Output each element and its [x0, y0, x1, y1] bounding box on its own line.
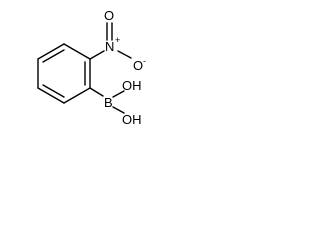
bond-ring-boron: [89, 87, 104, 97]
nitro-group: N + O O -: [89, 8, 146, 73]
boron-atom: B: [104, 95, 113, 110]
benzene-ring: [37, 43, 91, 104]
nitrogen-atom: N: [105, 39, 114, 54]
bond-ring-nitrogen: [89, 50, 105, 60]
bond-boron-oh-lower: [112, 106, 125, 114]
oxygen-atom-right: O: [133, 58, 143, 73]
ring-bond-c4-c5: [63, 87, 91, 104]
oxygen-charge: -: [143, 56, 146, 66]
hydroxyl-lower: OH: [122, 112, 142, 127]
bond-nitrogen-oxygen-single: [117, 50, 132, 59]
ring-double-bond-inner: [42, 49, 65, 63]
nitrogen-charge: +: [115, 35, 120, 45]
chemical-structure: N + O O - B OH OH: [37, 8, 146, 127]
oxygen-atom-top: O: [104, 8, 114, 23]
ring-bond-c6-c1: [63, 43, 91, 60]
ring-bond-c3-c4: [37, 87, 65, 104]
ring-double-bond-inner: [42, 84, 65, 98]
bond-boron-oh-upper: [112, 90, 125, 98]
boronic-acid-group: B OH OH: [89, 78, 142, 127]
ring-bond-c1-c2: [37, 43, 65, 60]
hydroxyl-upper: OH: [122, 78, 142, 93]
